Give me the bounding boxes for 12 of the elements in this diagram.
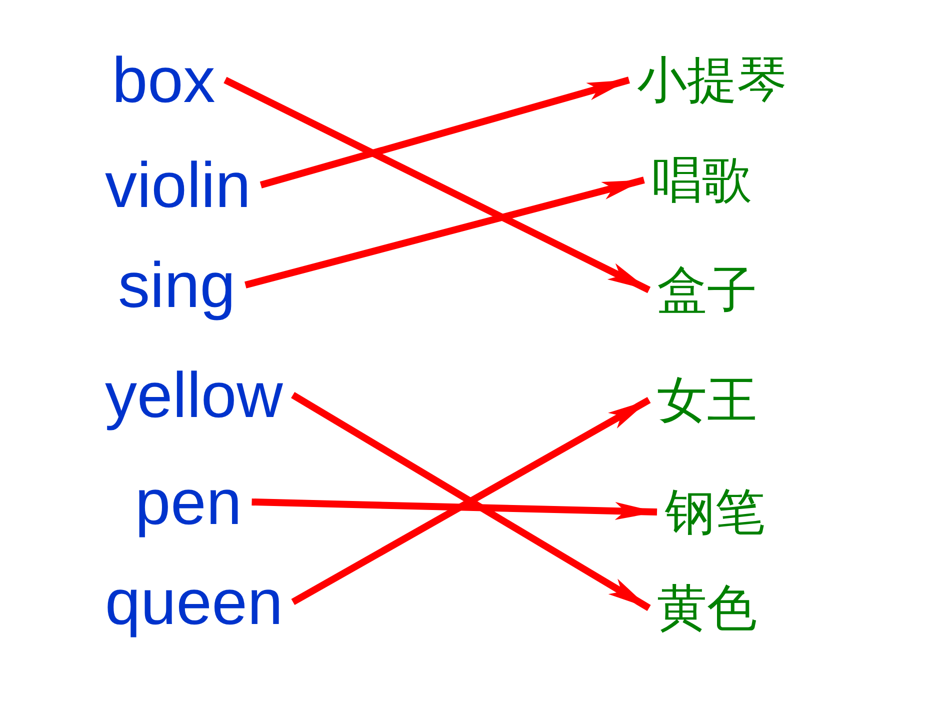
arrow bbox=[224, 76, 651, 294]
word-label: 小提琴 bbox=[637, 55, 787, 105]
word-label: 女王 bbox=[657, 375, 757, 425]
word-label: box bbox=[112, 48, 216, 112]
word-label: violin bbox=[105, 153, 251, 217]
word-label: 唱歌 bbox=[652, 155, 752, 205]
arrow bbox=[260, 76, 630, 188]
word-label: 钢笔 bbox=[665, 487, 765, 537]
arrow bbox=[244, 176, 645, 288]
word-label: 黄色 bbox=[657, 583, 757, 633]
word-label: 盒子 bbox=[657, 265, 757, 315]
arrow bbox=[252, 498, 658, 520]
